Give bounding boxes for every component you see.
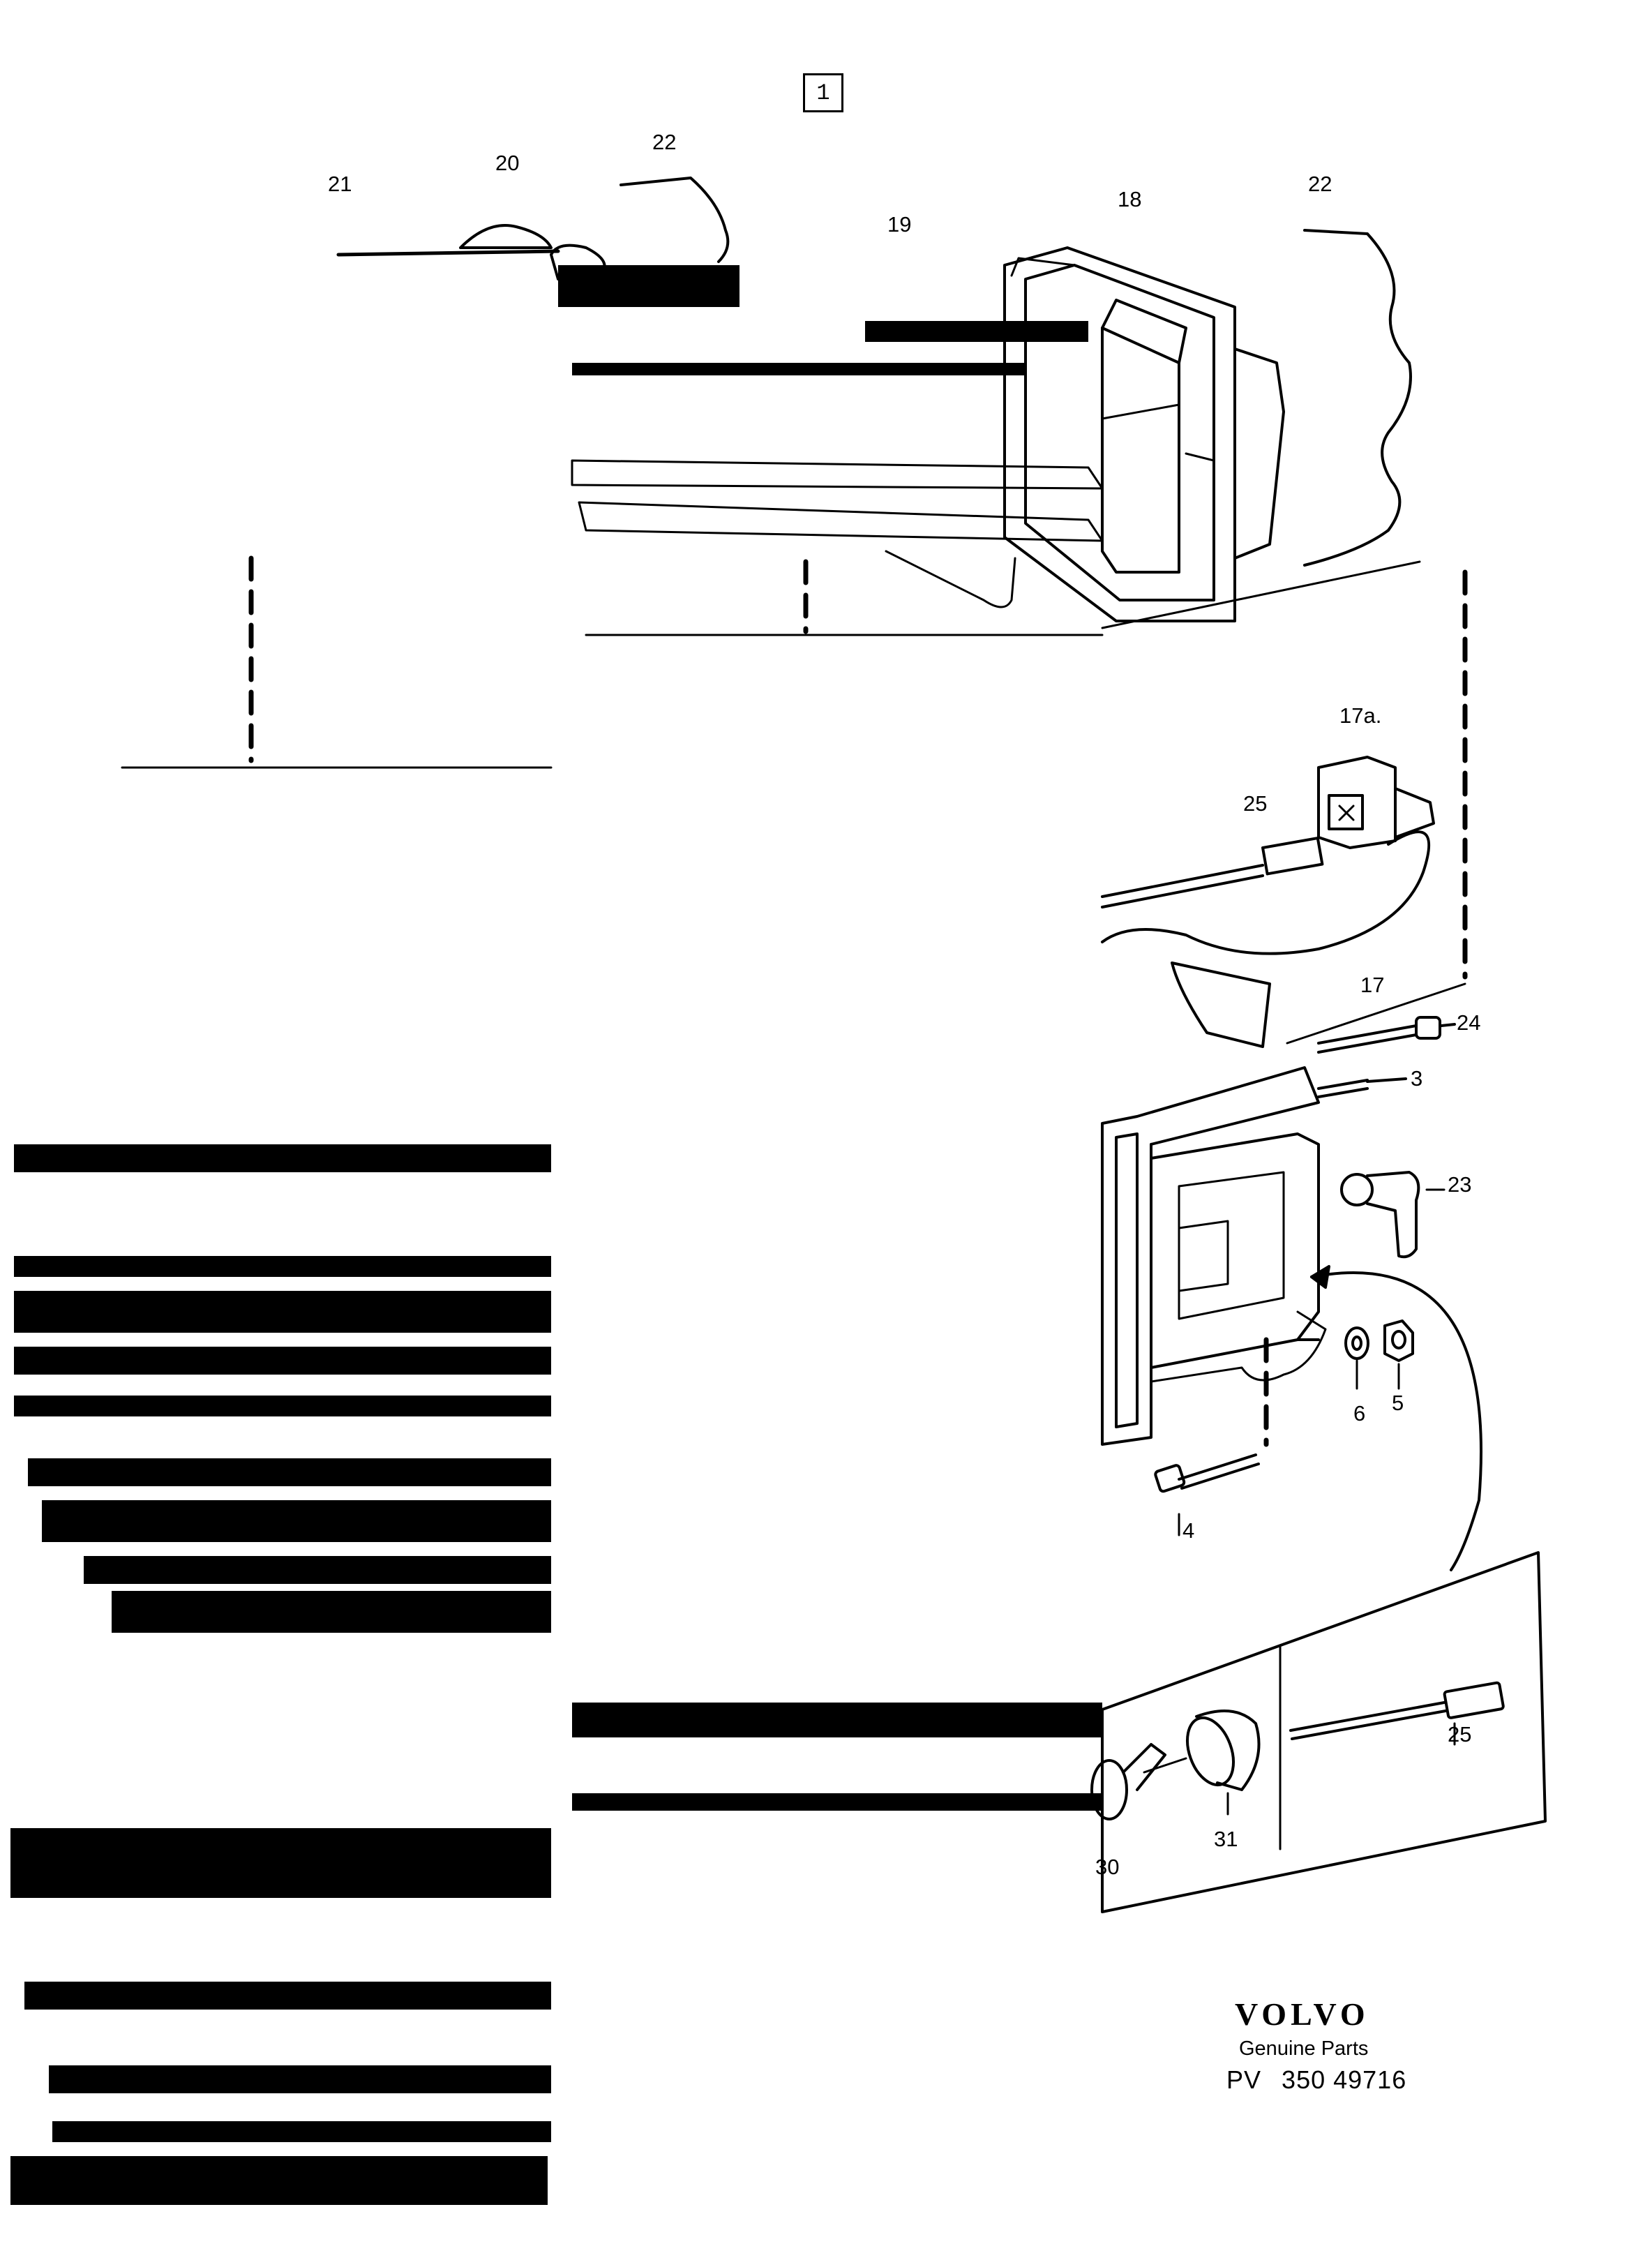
housing-body-lower (1101, 1066, 1327, 1446)
part-5-nut (1383, 1319, 1414, 1390)
housing-upper-outline (121, 459, 1104, 769)
callout-17a: 17a. (1339, 703, 1382, 728)
part-31-cap (1186, 1710, 1261, 1816)
part-number: PV 350 49716 (1226, 2065, 1406, 2095)
callout-18: 18 (1118, 187, 1142, 211)
page-number-box: 1 (803, 73, 843, 112)
part-25-adjusting-screw-upper (1101, 837, 1324, 908)
volvo-logo: VOLVO (1235, 1996, 1369, 2032)
part-17-cover (1171, 962, 1271, 1048)
callout-19: 19 (887, 212, 912, 237)
dashed-guides (248, 555, 1468, 1447)
callout-24: 24 (1457, 1010, 1481, 1035)
part-number-prefix: PV (1226, 2065, 1262, 2094)
part-4-screw (1154, 1453, 1260, 1536)
part-number-value: 350 49716 (1282, 2065, 1407, 2094)
part-18-headlight-rim (1003, 246, 1285, 622)
callout-31: 31 (1214, 1827, 1238, 1851)
part-22-spring-clip-right (1303, 229, 1412, 567)
part-23-elbow-connector (1340, 1171, 1446, 1259)
part-17a-connector (1317, 756, 1435, 849)
callout-5: 5 (1392, 1391, 1404, 1415)
callout-3: 3 (1411, 1066, 1423, 1091)
part-25-adjusting-screw-lower (1289, 1681, 1505, 1746)
callout-25-upper: 25 (1243, 791, 1268, 816)
scan-artifact-bands (10, 265, 1102, 2205)
part-24-screw (1317, 1016, 1456, 1054)
callout-4: 4 (1182, 1518, 1195, 1543)
part-30-knob (1090, 1743, 1187, 1820)
part-17-wiring-harness (1101, 830, 1431, 955)
frame-lines (1101, 560, 1466, 1045)
part-3-screw (1317, 1077, 1407, 1098)
callout-21: 21 (328, 172, 352, 196)
callout-20: 20 (495, 151, 520, 175)
part-6-washer (1344, 1326, 1369, 1390)
detail-inset-panel (1101, 1551, 1547, 1913)
part-22-wire-clip-top (620, 177, 730, 263)
callout-17: 17 (1360, 973, 1385, 997)
callout-22-right: 22 (1308, 172, 1332, 196)
callout-23: 23 (1448, 1172, 1472, 1197)
callout-25-lower: 25 (1448, 1722, 1472, 1746)
callout-6: 6 (1353, 1401, 1366, 1426)
callout-22-top: 22 (652, 130, 677, 154)
part-21-leader (336, 249, 560, 257)
brand-subtitle: Genuine Parts (1239, 2037, 1369, 2060)
callout-30: 30 (1095, 1855, 1120, 1879)
detail-arrow (1310, 1271, 1482, 1571)
